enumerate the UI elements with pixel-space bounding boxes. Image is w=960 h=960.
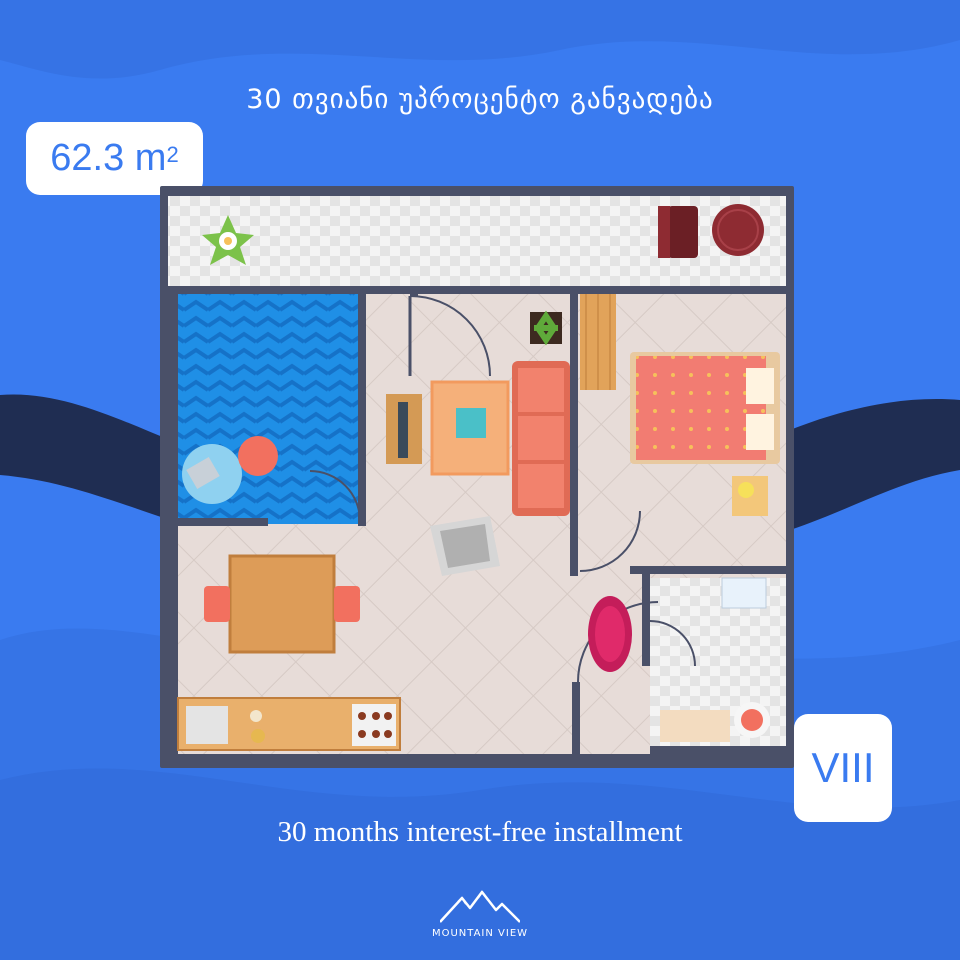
bed-icon	[630, 352, 780, 464]
stove-icon	[352, 704, 396, 746]
plant-icon	[530, 310, 562, 346]
round-table-icon	[712, 204, 764, 256]
page-title-georgian: 30 თვიანი უპროცენტო განვადება	[246, 84, 714, 115]
kitchen-counter	[177, 697, 401, 751]
brand-logo: MOUNTAIN VIEW	[420, 884, 540, 944]
rug-icon	[588, 596, 632, 672]
office-chair-icon	[238, 436, 278, 476]
coffee-rug-icon	[430, 380, 510, 476]
wardrobe	[580, 294, 616, 390]
sink-icon	[186, 706, 228, 744]
area-value: 62.3 m	[50, 137, 167, 179]
area-unit-exponent: 2	[166, 141, 179, 167]
mountain-logo-icon	[440, 890, 520, 923]
sofa-icon	[512, 361, 570, 516]
tv-icon	[386, 394, 422, 464]
floor-plan	[160, 186, 794, 768]
plant-icon	[202, 215, 254, 265]
laptop-icon	[186, 456, 220, 490]
brand-name: MOUNTAIN VIEW	[431, 928, 529, 939]
armchair-icon	[658, 206, 698, 258]
toilet-icon	[734, 702, 770, 738]
armchair-icon	[430, 516, 500, 576]
bathtub-icon	[660, 710, 730, 742]
page-subtitle-english: 30 months interest-free installment	[277, 816, 683, 848]
floor-badge: VIII	[794, 714, 892, 822]
dining-table-icon	[204, 554, 360, 654]
floor-label: VIII	[811, 744, 875, 791]
bathroom-sink-icon	[721, 577, 767, 609]
nightstand-icon	[732, 476, 768, 516]
